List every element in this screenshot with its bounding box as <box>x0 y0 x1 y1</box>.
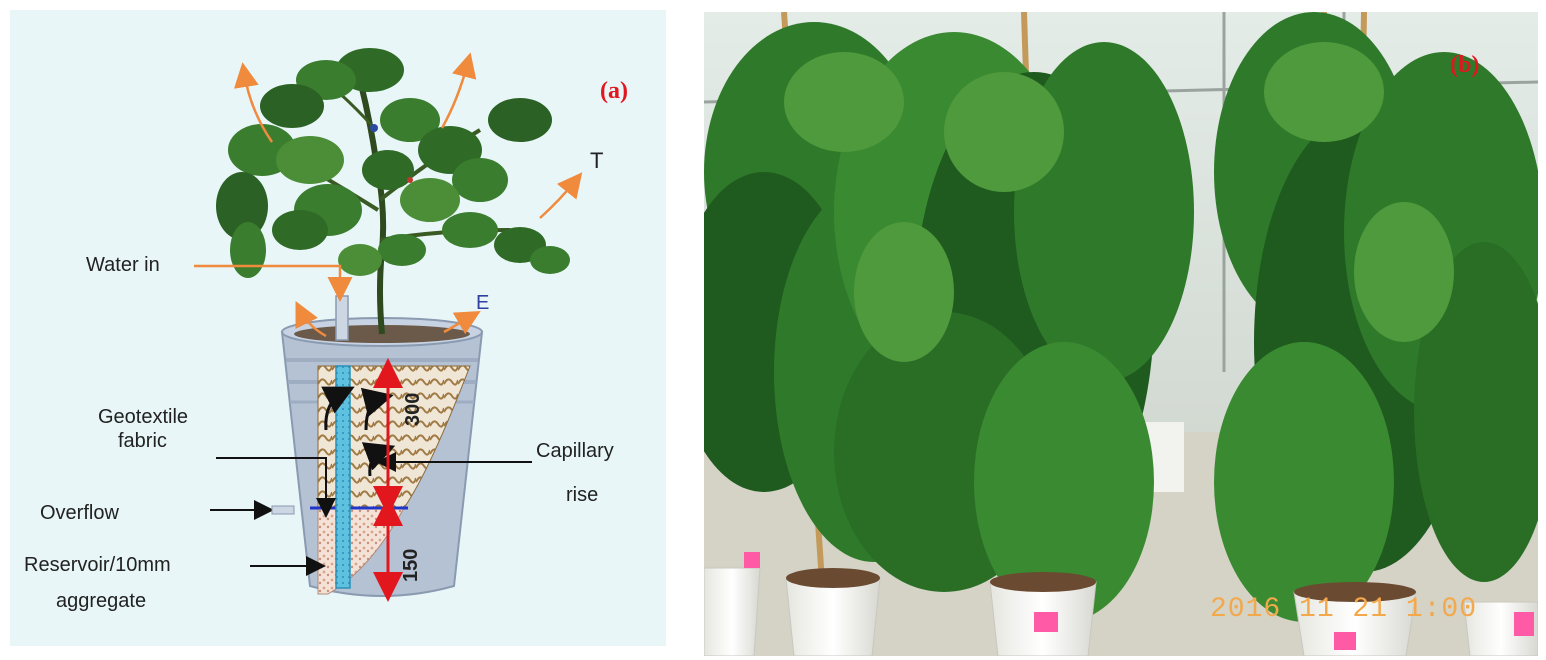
water-in-arrow <box>194 264 353 302</box>
evaporation-label: E <box>476 292 490 314</box>
capillary-label-line1: Capillary <box>536 440 614 462</box>
geotextile-wick <box>335 365 351 589</box>
panel-b-tag: (b) <box>1450 52 1480 78</box>
label-pointers <box>210 452 532 576</box>
photo-panel-b: (b) 2016 11 21 1:00 <box>704 12 1538 656</box>
dimension-300-label: 300 <box>402 392 424 426</box>
tomato-plants <box>704 12 1538 622</box>
reservoir-label-line1: Reservoir/10mm <box>24 554 171 576</box>
transpiration-label: T <box>590 148 604 173</box>
greenhouse-photo <box>704 12 1538 656</box>
wick-pot-diagram <box>194 48 583 602</box>
dimension-150-label: 150 <box>400 548 422 582</box>
geotextile-label-line2: fabric <box>118 430 167 452</box>
transpiration-arrows <box>233 52 583 219</box>
plant-stem <box>357 79 387 335</box>
pink-tags <box>744 552 1534 650</box>
overflow-outlet <box>271 505 295 515</box>
panel-a-tag: (a) <box>600 78 628 104</box>
geotextile-label-line1: Geotextile <box>98 406 189 428</box>
reservoir-label-line2: aggregate <box>56 590 147 612</box>
water-in-label: Water in <box>86 254 160 276</box>
capillary-label-line2: rise <box>566 484 599 506</box>
water-inlet-pipe <box>335 295 349 341</box>
overflow-label: Overflow <box>40 502 119 524</box>
diagram-panel-a: (a) T Water in E Geotextile fabric Capil… <box>10 10 666 646</box>
tomato-foliage <box>216 48 570 278</box>
photo-timestamp: 2016 11 21 1:00 <box>1210 594 1478 625</box>
evaporation-arrows <box>295 301 481 338</box>
